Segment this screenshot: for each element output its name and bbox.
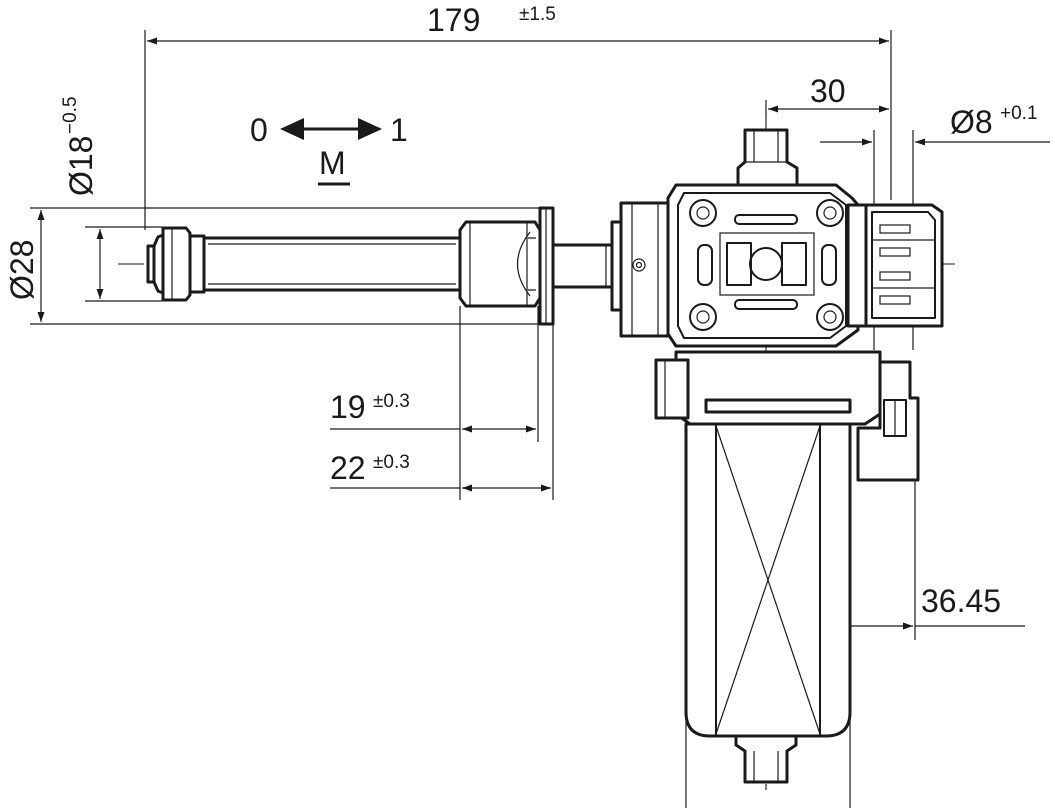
coupling-block [610, 201, 670, 338]
dim-flange-22-tolerance: ±0.3 [373, 452, 410, 473]
dim-flange-19: 19 [330, 389, 366, 425]
extension-lines [30, 30, 1025, 808]
gearbox-housing [666, 128, 944, 348]
dim-flange-22: 22 [330, 450, 366, 486]
dim-pin-diameter-tolerance: +0.1 [1000, 103, 1038, 124]
direction-left-label: 0 [250, 112, 268, 148]
dim-rod-diameter-tolerance: −0.5 [60, 96, 81, 134]
housing-screws [689, 199, 844, 331]
direction-motor-label: M [319, 145, 346, 181]
dim-tube-diameter: Ø28 [4, 240, 40, 300]
dim-flange-19-tolerance: ±0.3 [373, 391, 410, 412]
rod-end [146, 226, 192, 302]
guide-sleeve [458, 206, 555, 326]
dim-rod-diameter: Ø18 [63, 136, 99, 196]
dim-motor-axis: 36.45 [921, 583, 1001, 619]
dimension-labels: 179 ±1.5 30 Ø8 +0.1 Ø18 −0.5 Ø28 19 ±0.3… [4, 2, 1038, 619]
dim-overall-length-tolerance: ±1.5 [519, 4, 556, 25]
piston-rod [188, 234, 462, 294]
dim-motor-offset: 30 [810, 73, 846, 109]
inner-shaft [551, 243, 614, 289]
dimension-lines [37, 37, 1050, 630]
direction-right-label: 1 [390, 112, 408, 148]
dim-pin-diameter: Ø8 [950, 104, 993, 140]
direction-indicator: 0 1 M [250, 112, 408, 186]
motor [654, 350, 920, 784]
dim-overall-length: 179 [427, 2, 480, 38]
